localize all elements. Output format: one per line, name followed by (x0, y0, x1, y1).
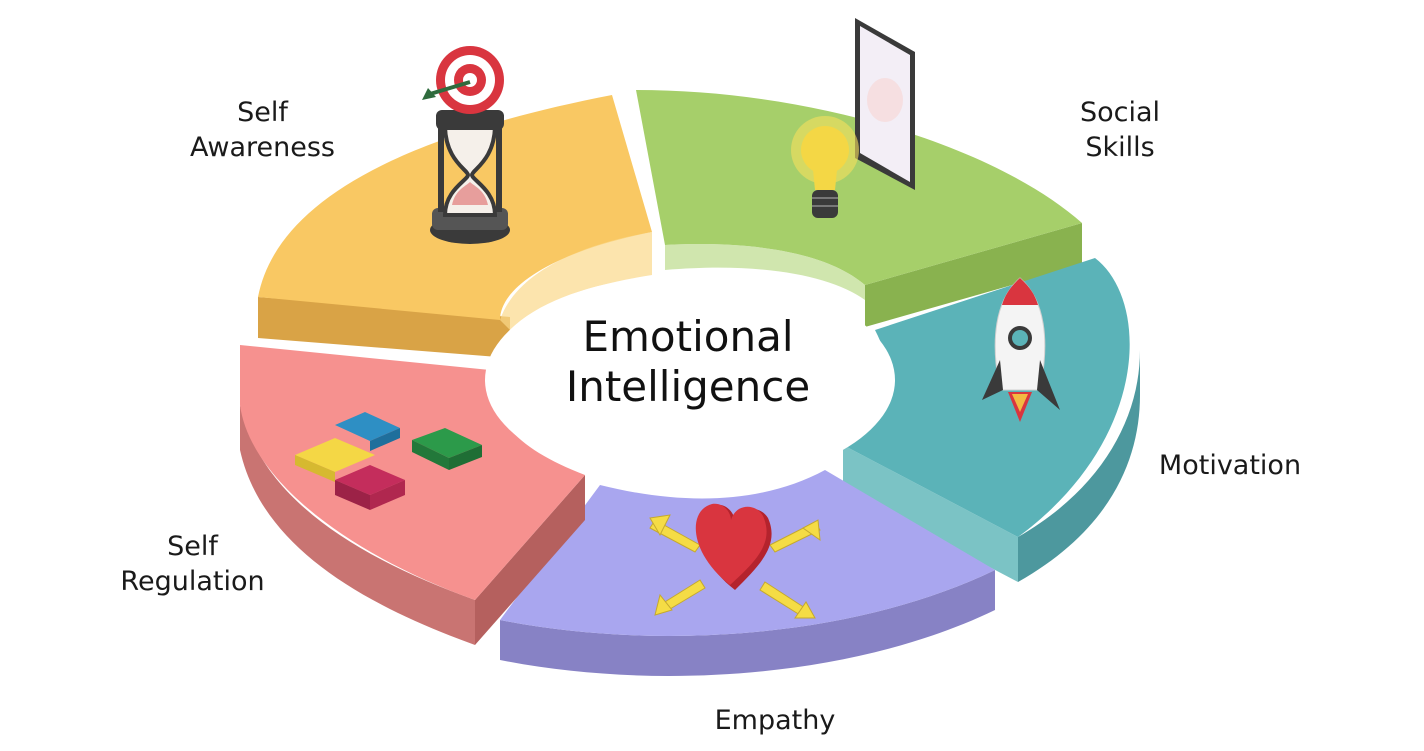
segment-self-regulation (240, 345, 585, 645)
label-social-skills: Social Skills (1079, 97, 1161, 163)
label-self-regulation: Self Regulation (120, 531, 265, 597)
label-self-awareness: Self Awareness (190, 97, 335, 163)
heart-arrows-icon (649, 503, 821, 619)
label-motivation: Motivation (1158, 450, 1302, 481)
lightbulb-tablet-icon (791, 18, 915, 218)
puzzle-pieces-icon (295, 412, 482, 510)
segment-social-skills (636, 90, 1082, 327)
label-empathy: Empathy (714, 705, 836, 736)
center-hub (485, 275, 895, 485)
rocket-icon (982, 277, 1060, 422)
hourglass-target-icon (422, 46, 510, 244)
center-title: Emotional Intelligence (565, 312, 811, 411)
